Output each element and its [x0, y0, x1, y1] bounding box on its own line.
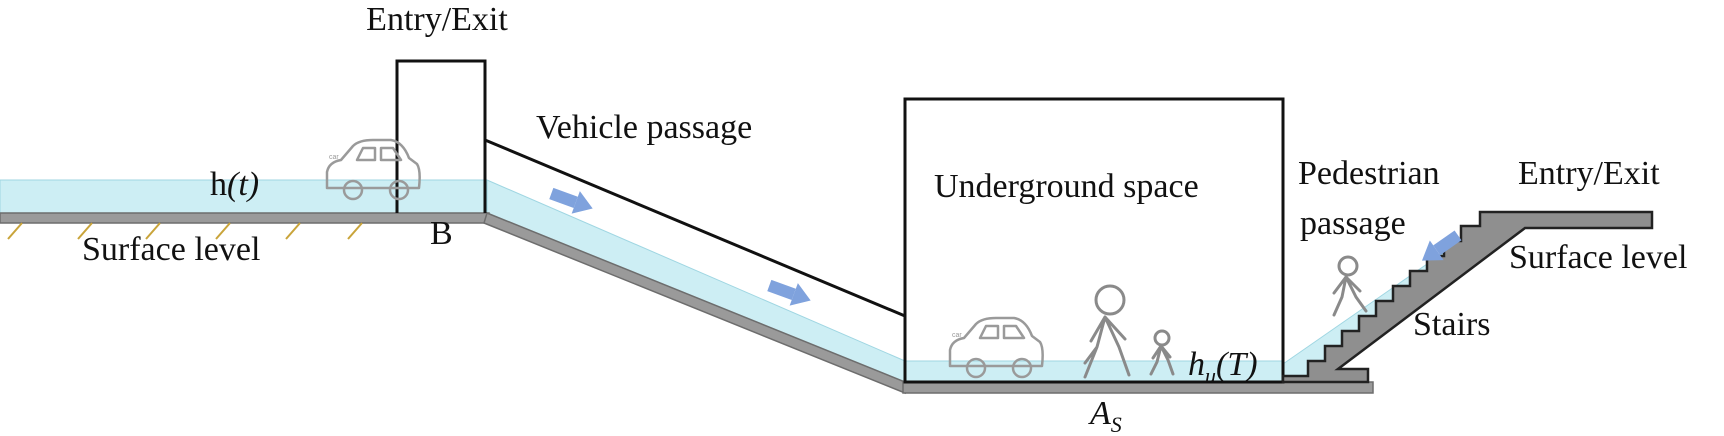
- entry-exit-label-left: Entry/Exit: [366, 1, 508, 38]
- entry-exit-structure-left: [395, 59, 487, 213]
- point-b-label: B: [430, 215, 453, 252]
- surface-level-label-left: Surface level: [82, 231, 260, 268]
- pedestrian-passage-label-line1: Pedestrian: [1298, 155, 1440, 192]
- h-t-prefix: h: [210, 166, 227, 203]
- flow-arrows: [549, 187, 1462, 306]
- vehicle-passage-ceiling: [484, 138, 906, 318]
- h-t-label: h(t): [210, 166, 259, 203]
- car-tag: car: [329, 154, 339, 161]
- h-t-arg: (t): [227, 166, 259, 203]
- walking-person-icon: [1332, 255, 1368, 317]
- hu-T-base: h: [1188, 346, 1205, 383]
- arrow-right-icon: [767, 279, 811, 306]
- hu-T-arg: (T): [1216, 346, 1258, 383]
- stairs-label: Stairs: [1413, 306, 1490, 343]
- car-icon: car: [325, 138, 421, 201]
- vehicle-passage-label: Vehicle passage: [536, 109, 752, 146]
- car-tag: car: [952, 332, 962, 339]
- stairs-structure: [1281, 210, 1654, 384]
- surface-level-label-right: Surface level: [1509, 239, 1687, 276]
- as-base: A: [1088, 395, 1111, 432]
- pedestrian-passage-label-line2: passage: [1300, 205, 1406, 242]
- as-sub: S: [1111, 412, 1122, 436]
- underground-space-box: [903, 97, 1285, 384]
- hu-T-label: hu(T): [1188, 346, 1258, 388]
- arrow-right-icon: [549, 187, 593, 214]
- ground-hatching: [7, 222, 363, 240]
- arrow-down-left-icon: [1421, 230, 1462, 261]
- car-icon: car: [948, 316, 1044, 379]
- entry-exit-label-right: Entry/Exit: [1518, 155, 1660, 192]
- hu-T-sub: u: [1205, 363, 1216, 388]
- walking-child-icon: [1149, 329, 1175, 376]
- underground-space-label: Underground space: [934, 168, 1199, 205]
- walking-person-icon: [1083, 284, 1131, 379]
- as-label: AS: [1088, 395, 1122, 436]
- water-layer: [0, 179, 1522, 383]
